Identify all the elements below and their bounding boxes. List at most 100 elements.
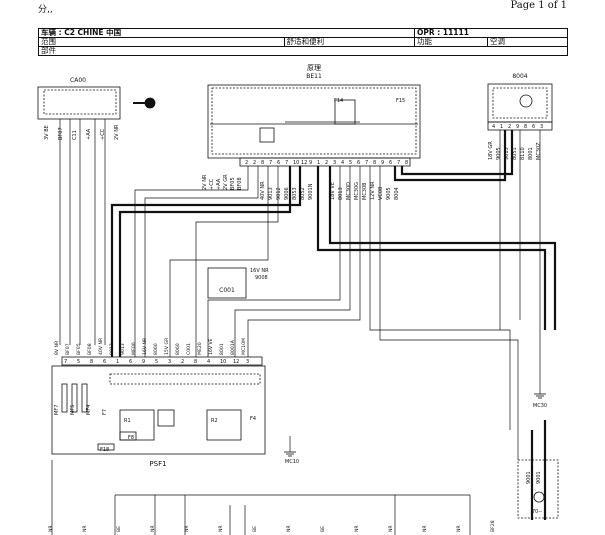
lower-right-code-0: 9001 (526, 471, 532, 484)
psf1-pin-11: 4 (207, 359, 210, 365)
c001-box (207, 267, 247, 299)
s004-pin-0: 4 (492, 124, 495, 130)
ca00-box (37, 86, 121, 120)
be11-pin-4: 6 (277, 160, 280, 166)
psf1-wire-7: ME00 (131, 342, 137, 355)
ca00-wire-5: 2V NR (114, 124, 120, 140)
bottom-wire-12: NR (456, 525, 462, 532)
fuse-f15: F15 (396, 98, 405, 104)
be11-pin-2: 8 (261, 160, 264, 166)
bottom-wire-6: BE (252, 526, 258, 532)
s004-pin-1: 1 (500, 124, 503, 130)
be11-pin-6: 10 (293, 160, 299, 166)
psf1-fuse-2: MF4 (86, 405, 92, 415)
ground-mc10-label: MC10 (285, 459, 299, 465)
be11-mid-wire-2: 9012 (276, 187, 282, 200)
document-meta-table: 车辆 : C2 CHINE 中国 OPR : 11111 范围 舒适和便利 功能… (38, 28, 568, 56)
psf1-pin-1: 5 (77, 359, 80, 365)
be11-pin-3: 7 (269, 160, 272, 166)
ca00-wire-1: BF07 (58, 127, 64, 140)
psf1-wire-9: 8060 (153, 343, 159, 355)
relay-r1: R1 (124, 418, 131, 424)
be11-pin-19: 7 (397, 160, 400, 166)
be11-right-wire-6: VC08 (378, 187, 384, 200)
be11-pin-13: 5 (349, 160, 352, 166)
be11-pin-0: 2 (245, 160, 248, 166)
be11-right-wire-2: MC30D (346, 182, 352, 200)
be11-left-wire-4: BF05 (230, 177, 236, 190)
psf1-pin-6: 9 (142, 359, 145, 365)
be11-pin-17: 9 (381, 160, 384, 166)
psf1-pin-14: 3 (246, 359, 249, 365)
be11-mid-wire-4: 8053 (292, 187, 298, 200)
ca00-wire-4: +CC (100, 128, 106, 140)
psf1-wire-17: MC10M (241, 338, 247, 355)
psf1-wire-0: 8V NR (54, 340, 60, 355)
psf1-wire-4: 40V NR (98, 337, 104, 355)
be11-mid-wire-0: 40V NR (260, 181, 266, 200)
bottom-wire-11: NR (422, 525, 428, 532)
page-number: Page 1 of 1 (510, 0, 567, 11)
be11-pin-7: 12 (301, 160, 307, 166)
bottom-wire-1: NR (82, 525, 88, 532)
psf1-pin-13: 12 (233, 359, 239, 365)
lower-right-code-1: 9001 (536, 471, 542, 484)
s004-wire-4: 8110 (520, 147, 526, 160)
be11-left-wire-0: 2V NR (202, 174, 208, 190)
be11-pin-1: 2 (253, 160, 256, 166)
bottom-wire-13: BF28 (490, 520, 496, 532)
be11-left-wire-5: BF08 (237, 177, 243, 190)
psf1-pin-8: 3 (168, 359, 171, 365)
be11-box (207, 84, 421, 159)
bottom-wire-4: NR (184, 525, 190, 532)
s004-pin-6: 3 (540, 124, 543, 130)
be11-right-wire-8: 8004 (394, 187, 400, 200)
psf1-wire-13: ME20 (197, 342, 203, 355)
be11-label: BE11 (306, 73, 322, 80)
be11-pin-12: 4 (341, 160, 344, 166)
lower-right-ref-0: 70-- (532, 509, 542, 515)
be11-left-wire-3: 2V GR (223, 174, 229, 190)
s004-wire-2: 9013 (504, 147, 510, 160)
psf1-pin-4: 1 (116, 359, 119, 365)
psf1-wire-6: 9013 (120, 343, 126, 355)
c001-wire-code: 9008 (255, 275, 268, 281)
be11-right-wire-1: 8013 (338, 187, 344, 200)
psf1-label: PSF1 (149, 460, 166, 468)
be11-left-wire-2: +AA (216, 178, 222, 190)
be11-right-wire-0: 18V VE (330, 182, 336, 200)
psf1-pin-10: 8 (194, 359, 197, 365)
parts-cell: 部件 (38, 46, 568, 56)
page-header-left: 分,, (38, 5, 53, 15)
page-header: 分,, Page 1 of 1 (0, 0, 605, 22)
s004-wire-5: 8001 (528, 147, 534, 160)
fuse-f4: F4 (250, 416, 256, 422)
bottom-wire-3: NR (150, 525, 156, 532)
ca00-wire-0: 3V BE (44, 125, 50, 140)
s004-wire-6: MC30Z (536, 142, 542, 160)
bottom-wire-10: NR (388, 525, 394, 532)
bottom-wire-2: BE (116, 526, 122, 532)
be11-pin-15: 7 (365, 160, 368, 166)
s004-pin-3: 9 (516, 124, 519, 130)
be11-pin-14: 6 (357, 160, 360, 166)
psf1-pin-0: 7 (64, 359, 67, 365)
s004-pin-4: 8 (524, 124, 527, 130)
be11-pin-9: 1 (317, 160, 320, 166)
psf1-wire-3: BF08 (87, 343, 93, 355)
fuse-f18: F18 (100, 447, 109, 453)
ca00-label: CA00 (70, 77, 86, 84)
psf1-wire-16: 8001A (230, 339, 236, 355)
principle-label: 原理 (307, 64, 321, 72)
be11-pin-20: 8 (405, 160, 408, 166)
s004-label: 8004 (512, 73, 527, 80)
